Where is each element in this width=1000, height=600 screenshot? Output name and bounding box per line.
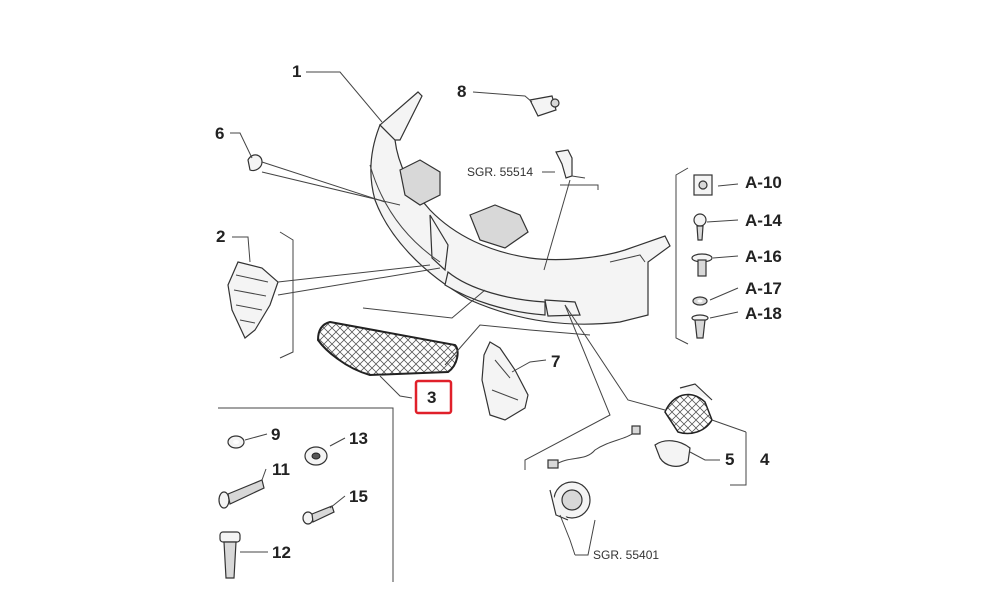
label-a18: A-18 <box>745 304 782 323</box>
fastener-a18 <box>691 314 709 339</box>
label-1: 1 <box>292 62 301 81</box>
fog-light-bezel-part <box>654 383 713 467</box>
fastener-13 <box>304 446 328 466</box>
fastener-a17 <box>692 296 708 306</box>
lower-mesh-grille-part <box>316 320 459 377</box>
part-labels: 1 8 6 2 7 4 5 9 13 11 15 12 A-10 A-14 A-… <box>215 62 782 562</box>
fastener-a16 <box>691 253 713 277</box>
label-15: 15 <box>349 487 368 506</box>
side-bracket-part <box>227 261 279 339</box>
fastener-15 <box>302 505 335 525</box>
label-8: 8 <box>457 82 466 101</box>
fastener-9 <box>227 435 245 449</box>
side-deflector-part <box>481 341 529 421</box>
connector-part <box>529 95 560 117</box>
sensor-part <box>555 149 586 179</box>
label-6: 6 <box>215 124 224 143</box>
label-4: 4 <box>760 450 770 469</box>
label-a16: A-16 <box>745 247 782 266</box>
fastener-11 <box>218 479 265 509</box>
label-9: 9 <box>271 425 280 444</box>
leader-lines <box>230 71 747 556</box>
label-5: 5 <box>725 450 734 469</box>
clip-part <box>247 154 263 172</box>
label-a14: A-14 <box>745 211 782 230</box>
label-a17: A-17 <box>745 279 782 298</box>
fastener-12 <box>219 531 241 579</box>
label-a10: A-10 <box>745 173 782 192</box>
reference-labels: SGR. 55514 SGR. 55401 <box>467 165 659 562</box>
label-2: 2 <box>216 227 225 246</box>
highlight-box-3[interactable]: 3 <box>414 379 453 415</box>
group-frames <box>218 167 747 582</box>
front-bumper-part <box>369 91 671 325</box>
label-13: 13 <box>349 429 368 448</box>
sgr-ref-top: SGR. 55514 <box>467 165 533 179</box>
fastener-a10 <box>693 174 713 196</box>
fastener-a14 <box>693 213 707 241</box>
label-11: 11 <box>272 460 290 479</box>
label-3: 3 <box>427 388 436 407</box>
sgr-ref-bottom: SGR. 55401 <box>593 548 659 562</box>
highlight-border <box>414 379 453 415</box>
label-12: 12 <box>272 543 291 562</box>
fog-light-part <box>547 425 641 521</box>
label-7: 7 <box>551 352 560 371</box>
